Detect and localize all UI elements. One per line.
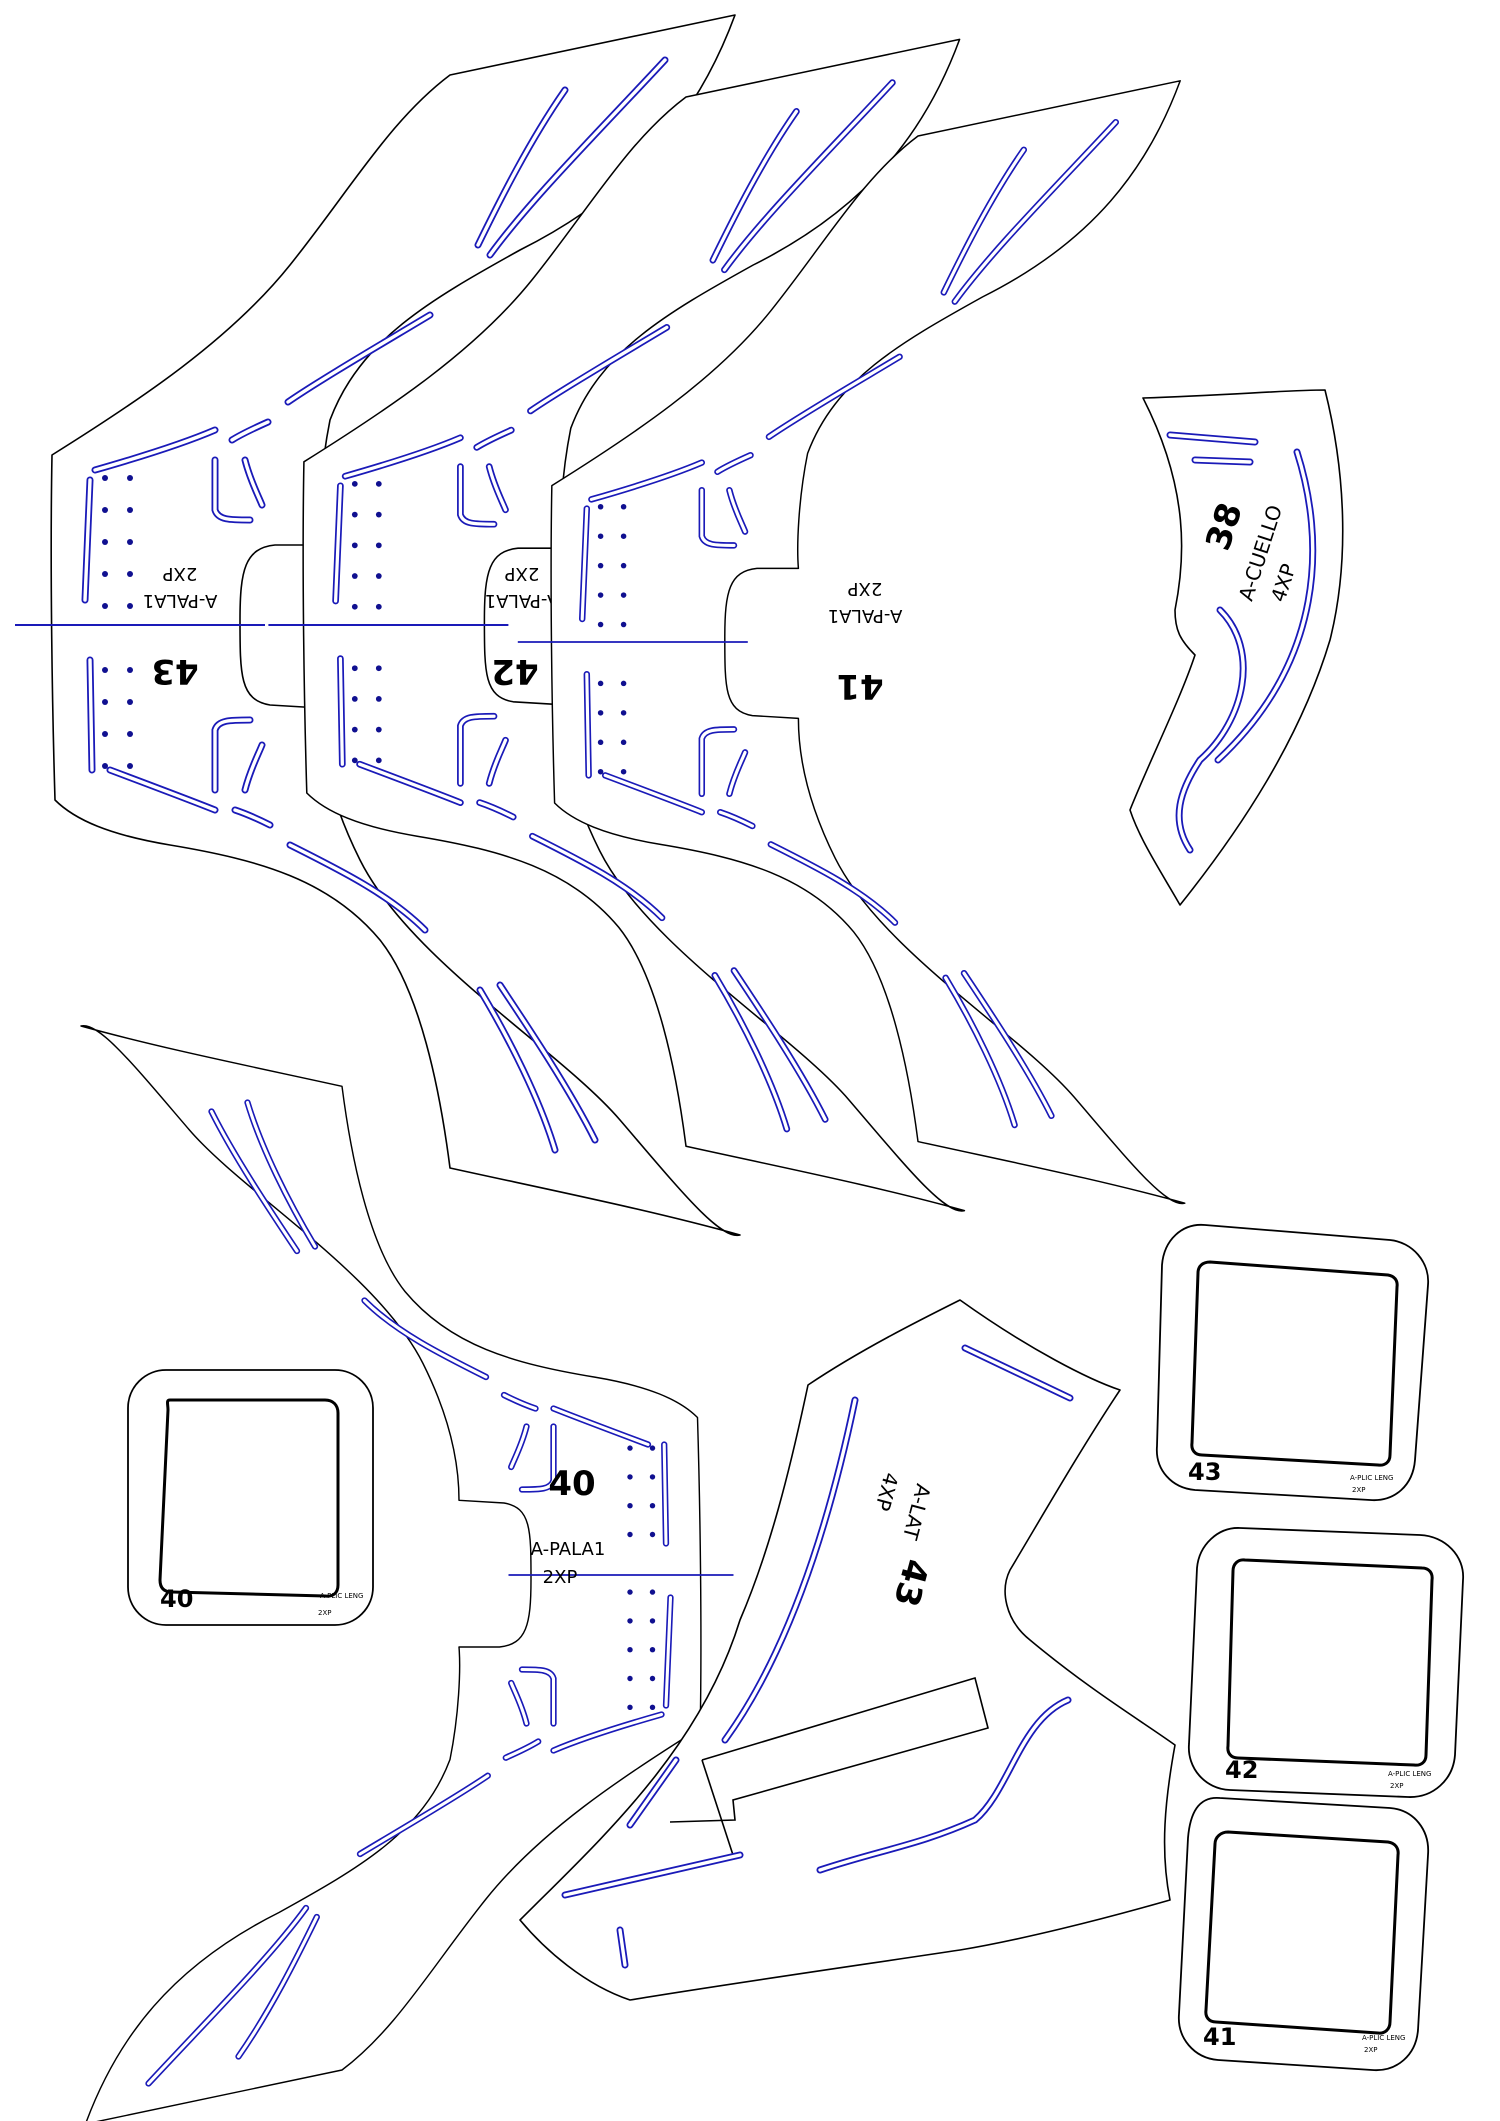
pala-43-name: A-PALA1: [143, 590, 218, 611]
pala-42-size: 42: [491, 651, 538, 691]
frame-40-qty: 2XP: [318, 1609, 331, 1617]
frame-piece-40: 40 A-PLIC LENG 2XP: [127, 1369, 374, 1626]
pala-41-size: 41: [836, 666, 883, 706]
pala-41-qty: 2XP: [848, 578, 883, 599]
pala-41-name: A-PALA1: [828, 605, 903, 626]
pala-piece-43: 43 A-PALA1 2XP: [14, 14, 741, 1237]
frame-piece-41: 41 A-PLIC LENG 2XP: [1178, 1797, 1429, 2071]
pala-43-size: 43: [151, 651, 198, 691]
frame-piece-42: 42 A-PLIC LENG 2XP: [1188, 1527, 1464, 1798]
lat-stitching: [561, 1344, 1074, 1969]
frame-42-qty: 2XP: [1390, 1782, 1403, 1790]
frame-piece-43: 43 A-PLIC LENG 2XP: [1156, 1224, 1429, 1501]
cuello-stitching: [1166, 431, 1317, 854]
pala-40-name: A-PALA1: [531, 1539, 606, 1560]
frame-43-name: A-PLIC LENG: [1350, 1474, 1393, 1482]
frame-41-name: A-PLIC LENG: [1362, 2034, 1405, 2042]
frame-43-qty: 2XP: [1352, 1486, 1365, 1494]
pala-40-qty: 2XP: [543, 1567, 578, 1588]
pala-40-size: 40: [548, 1464, 595, 1504]
cuello-piece-38: 38 A-CUELLO 4XP: [1129, 389, 1344, 906]
frame-40-name: A-PLIC LENG: [320, 1592, 363, 1600]
lat-piece-43: 43 A-LAT 4XP: [519, 1299, 1176, 2001]
pala-42-qty: 2XP: [505, 563, 540, 584]
frame-41-size: 41: [1203, 2023, 1236, 2051]
frame-40-size: 40: [160, 1585, 193, 1613]
frame-42-size: 42: [1225, 1756, 1258, 1784]
frame-41-qty: 2XP: [1364, 2046, 1377, 2054]
frame-42-name: A-PLIC LENG: [1388, 1770, 1431, 1778]
frame-43-size: 43: [1188, 1458, 1221, 1486]
pala-43-qty: 2XP: [163, 563, 198, 584]
pala-42-name: A-PALA1: [485, 590, 560, 611]
